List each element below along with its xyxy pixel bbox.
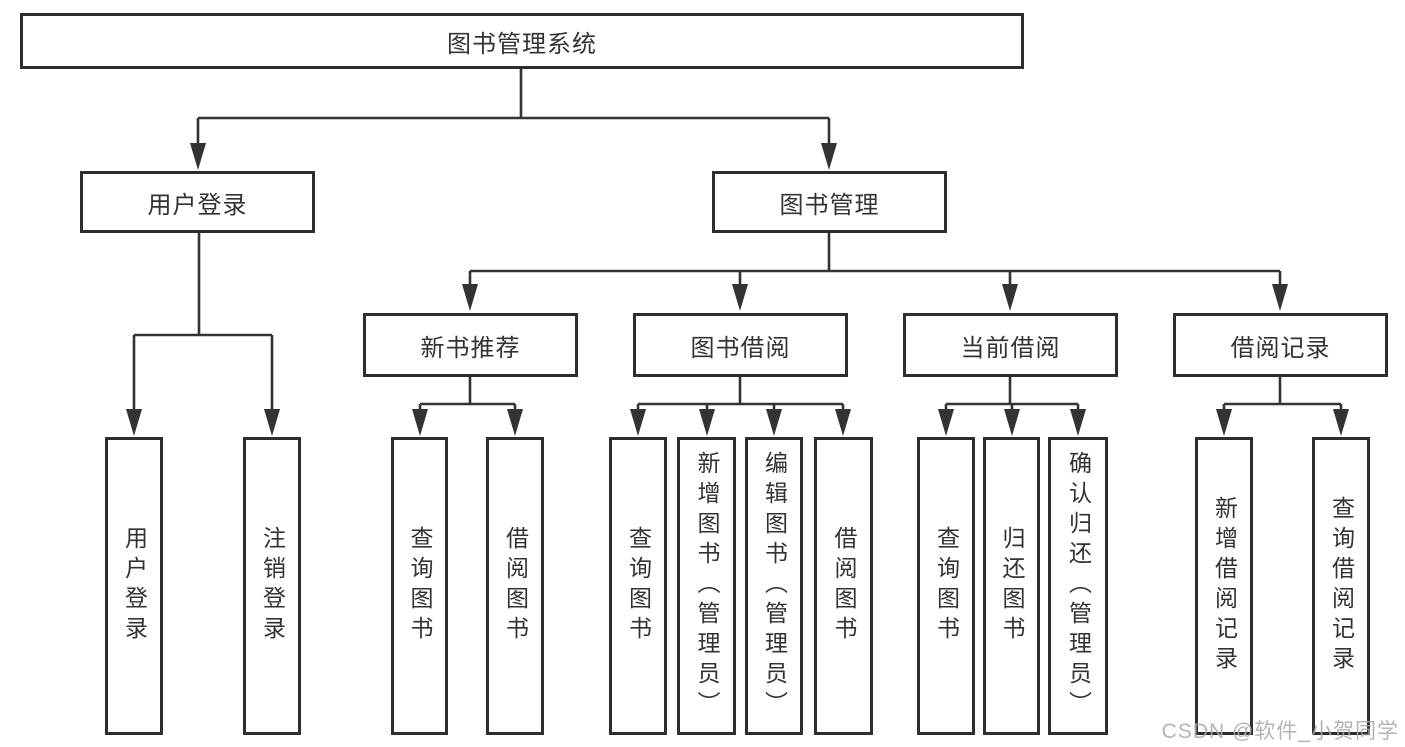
node-label: 图书管理 [779, 191, 880, 219]
leaf-borrow-books-borrowing: 借阅图书 [814, 437, 873, 735]
node-book-management: 图书管理 [712, 171, 947, 233]
leaf-label: 新增图书（管理员） [694, 451, 720, 721]
node-label: 借阅记录 [1230, 334, 1331, 362]
node-borrowing-records: 借阅记录 [1173, 313, 1388, 377]
leaf-label: 用户登录 [121, 526, 148, 646]
leaf-label: 借阅图书 [502, 526, 529, 646]
csdn-watermark: CSDN @软件_小贺同学 [1161, 720, 1399, 743]
leaf-label: 查询图书 [933, 526, 960, 646]
leaf-logout: 注销登录 [243, 437, 301, 735]
leaf-query-books-recommend: 查询图书 [391, 437, 448, 735]
node-label: 新书推荐 [420, 334, 521, 362]
node-label: 图书借阅 [690, 334, 791, 362]
leaf-label: 借阅图书 [831, 526, 857, 646]
node-root: 图书管理系统 [20, 13, 1024, 69]
leaf-confirm-return-admin: 确认归还（管理员） [1048, 437, 1108, 735]
leaf-label: 查询图书 [407, 526, 433, 646]
leaf-label: 确认归还（管理员） [1065, 451, 1092, 721]
leaf-borrow-books-recommend: 借阅图书 [486, 437, 544, 735]
leaf-label: 新增借阅记录 [1211, 496, 1238, 676]
leaf-add-borrow-record: 新增借阅记录 [1195, 437, 1253, 735]
leaf-edit-book-admin: 编辑图书（管理员） [745, 437, 803, 735]
leaf-label: 编辑图书（管理员） [761, 451, 788, 721]
node-label: 用户登录 [147, 191, 248, 219]
node-book-borrowing: 图书借阅 [633, 313, 848, 377]
node-current-borrowing: 当前借阅 [903, 313, 1118, 377]
node-user-login: 用户登录 [80, 171, 315, 233]
leaf-add-book-admin: 新增图书（管理员） [677, 437, 736, 735]
leaf-label: 查询借阅记录 [1328, 496, 1355, 676]
leaf-return-book: 归还图书 [983, 437, 1040, 735]
leaf-user-login: 用户登录 [105, 437, 163, 735]
leaf-label: 注销登录 [259, 526, 286, 646]
leaf-query-books-borrowing: 查询图书 [609, 437, 667, 735]
node-label: 图书管理系统 [447, 30, 597, 58]
node-new-book-recommendation: 新书推荐 [363, 313, 578, 377]
leaf-label: 查询图书 [625, 526, 652, 646]
node-label: 当前借阅 [960, 334, 1061, 362]
leaf-query-books-current: 查询图书 [917, 437, 975, 735]
leaf-label: 归还图书 [999, 526, 1025, 646]
leaf-query-borrow-record: 查询借阅记录 [1312, 437, 1370, 735]
